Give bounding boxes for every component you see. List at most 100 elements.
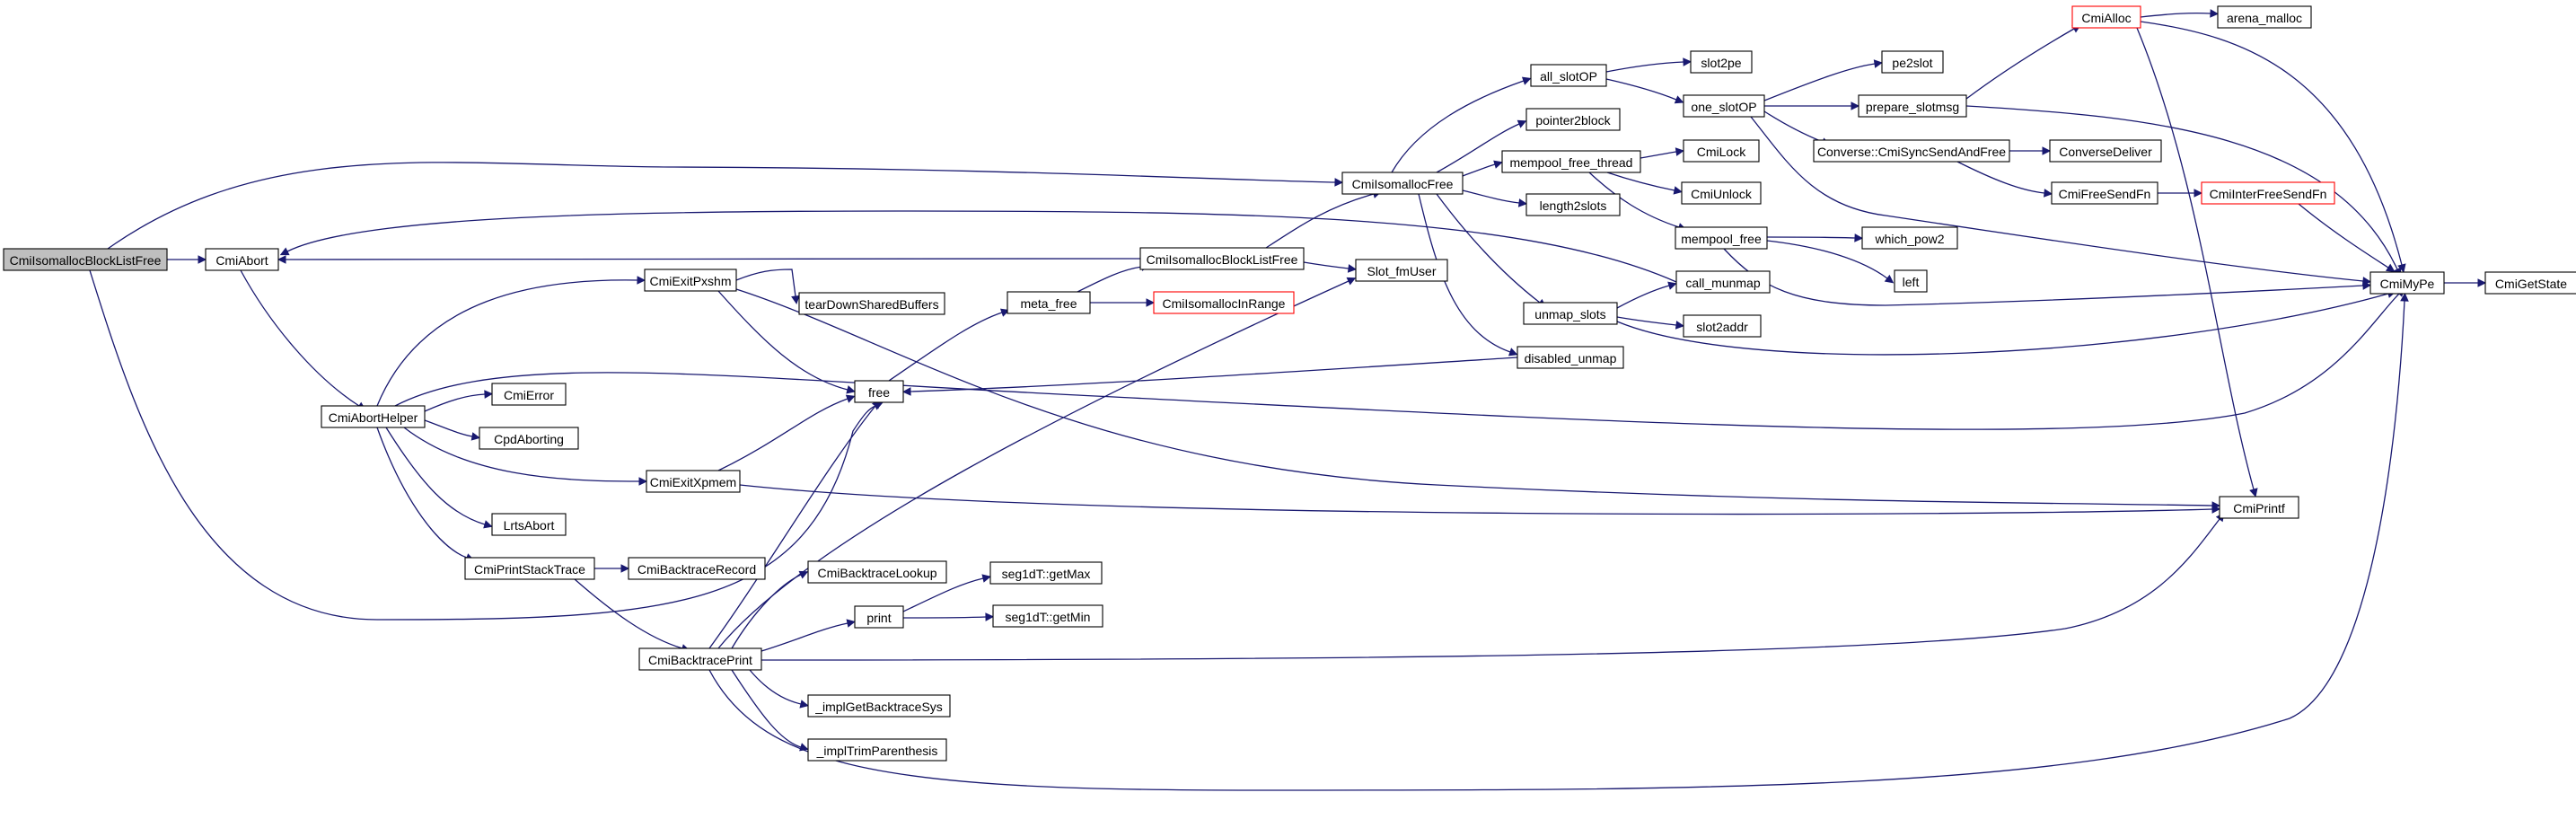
node-label: _implTrimParenthesis (816, 744, 938, 758)
graph-node-CmiPrintStackTrace[interactable]: CmiPrintStackTrace (464, 557, 595, 580)
graph-node-CpdAborting[interactable]: CpdAborting (479, 427, 579, 450)
edge-arrowhead (484, 390, 494, 399)
edge-meta_free-to-CmiIsomallocInRange (1090, 298, 1156, 307)
edge-arrowhead (1873, 59, 1883, 68)
node-label: CmiFreeSendFn (2059, 187, 2151, 201)
node-label: print (866, 611, 891, 625)
edge-print-to-seg1dT_getMin (902, 612, 995, 621)
node-box (491, 383, 567, 406)
graph-node-meta_free[interactable]: meta_free (1007, 291, 1091, 314)
graph-node-implGetBacktraceSys[interactable]: _implGetBacktraceSys (807, 694, 951, 718)
graph-node-which_pow2[interactable]: which_pow2 (1861, 226, 1958, 250)
node-box (644, 269, 737, 292)
edge-line (424, 419, 473, 437)
edge-line (1462, 189, 1520, 204)
edge-line (2140, 12, 2211, 18)
node-box (854, 605, 904, 629)
graph-node-pe2slot[interactable]: pe2slot (1881, 50, 1944, 74)
graph-node-slot2addr[interactable]: slot2addr (1683, 314, 1762, 338)
node-box (1683, 139, 1760, 163)
graph-node-CmiBacktraceLookup[interactable]: CmiBacktraceLookup (807, 560, 947, 584)
graph-node-CmiAbort[interactable]: CmiAbort (205, 248, 279, 271)
edge-CmiSyncSendAndFree-to-CmiFreeSendFn (1956, 161, 2053, 198)
node-box (2049, 139, 2162, 163)
graph-node-call_munmap[interactable]: call_munmap (1675, 270, 1771, 294)
graph-node-seg1dT_getMax[interactable]: seg1dT::getMax (989, 561, 1103, 585)
graph-node-all_slotOP[interactable]: all_slotOP (1530, 64, 1607, 87)
edge-arrowhead (483, 520, 493, 529)
graph-node-unmap_slots[interactable]: unmap_slots (1523, 302, 1618, 325)
graph-node-CmiMyPe[interactable]: CmiMyPe (2369, 271, 2445, 295)
graph-node-CmiIsomallocInRange[interactable]: CmiIsomallocInRange (1153, 291, 1295, 314)
graph-node-CmiError[interactable]: CmiError (491, 383, 567, 406)
node-label: arena_malloc (2227, 11, 2302, 25)
edge-line (1605, 61, 1684, 73)
graph-node-mempool_free[interactable]: mempool_free (1675, 226, 1768, 250)
graph-node-CmiGetState[interactable]: CmiGetState (2484, 271, 2576, 295)
node-label: CmiExitPxshm (649, 274, 731, 288)
edge-line (2136, 27, 2255, 490)
graph-node-Slot_fmUser[interactable]: Slot_fmUser (1355, 259, 1448, 282)
node-box (321, 405, 426, 428)
graph-node-slot2pe[interactable]: slot2pe (1690, 50, 1753, 74)
node-box (1683, 314, 1762, 338)
graph-node-free[interactable]: free (854, 380, 904, 403)
node-label: mempool_free (1681, 232, 1762, 246)
graph-node-CmiInterFreeSendFn[interactable]: CmiInterFreeSendFn (2201, 181, 2335, 205)
edge-CmiAbortHelper-to-CmiExitXpmem (403, 427, 648, 486)
edge-line (403, 427, 640, 482)
graph-node-implTrimParenthesis[interactable]: _implTrimParenthesis (807, 738, 947, 762)
node-label: CmiBacktracePrint (648, 653, 752, 667)
graph-node-arena_malloc[interactable]: arena_malloc (2217, 5, 2312, 29)
graph-node-prepare_slotmsg[interactable]: prepare_slotmsg (1858, 94, 1967, 118)
graph-node-LrtsAbort[interactable]: LrtsAbort (491, 513, 567, 536)
call-graph-edges (89, 9, 2487, 791)
graph-node-length2slots[interactable]: length2slots (1525, 193, 1621, 216)
edge-arrowhead (799, 700, 809, 709)
node-label: slot2pe (1701, 56, 1741, 70)
node-box (798, 292, 945, 315)
node-box (1894, 269, 1928, 293)
edge-arrowhead (1851, 101, 1860, 110)
edge-line (708, 300, 2405, 791)
graph-node-CmiBacktraceRecord[interactable]: CmiBacktraceRecord (628, 557, 766, 580)
graph-node-CmiSyncSendAndFree[interactable]: Converse::CmiSyncSendAndFree (1813, 139, 2010, 163)
graph-node-CmiAbortHelper[interactable]: CmiAbortHelper (321, 405, 426, 428)
graph-node-CmiIsomallocBlockListFree_mid[interactable]: CmiIsomallocBlockListFree (1139, 247, 1305, 270)
graph-node-CmiLock[interactable]: CmiLock (1683, 139, 1760, 163)
graph-node-CmiIsomallocFree[interactable]: CmiIsomallocFree (1341, 172, 1464, 195)
graph-node-left[interactable]: left (1894, 269, 1928, 293)
graph-node-pointer2block[interactable]: pointer2block (1525, 108, 1621, 131)
edge-CmiBacktracePrint-to-implGetBacktraceSys (749, 669, 809, 709)
graph-node-CmiPrintf[interactable]: CmiPrintf (2219, 496, 2299, 519)
graph-node-CmiUnlock[interactable]: CmiUnlock (1681, 181, 1762, 205)
edge-CmiAbort-to-CmiAbortHelper (240, 269, 366, 410)
node-label: unmap_slots (1534, 307, 1605, 321)
edge-line (717, 398, 848, 471)
graph-node-CmiExitPxshm[interactable]: CmiExitPxshm (644, 269, 737, 292)
node-box (205, 248, 279, 271)
node-label: seg1dT::getMin (1006, 610, 1091, 624)
node-box (807, 694, 951, 718)
graph-node-print[interactable]: print (854, 605, 904, 629)
graph-node-CmiFreeSendFn[interactable]: CmiFreeSendFn (2051, 181, 2158, 205)
graph-node-CmiExitXpmem[interactable]: CmiExitXpmem (646, 470, 741, 493)
node-label: length2slots (1540, 198, 1607, 213)
graph-node-tearDownSharedBuffers[interactable]: tearDownSharedBuffers (798, 292, 945, 315)
call-graph-nodes: CmiIsomallocBlockListFree CmiAbortCmiAbor… (3, 5, 2576, 762)
edge-arrowhead (1517, 119, 1527, 128)
edge-CmiBacktracePrint-to-print (760, 619, 856, 652)
graph-node-ConverseDeliver[interactable]: ConverseDeliver (2049, 139, 2162, 163)
graph-node-mempool_free_thread[interactable]: mempool_free_thread (1501, 150, 1641, 173)
node-label: one_slotOP (1691, 100, 1756, 114)
graph-node-CmiBacktracePrint[interactable]: CmiBacktracePrint (638, 647, 762, 671)
graph-node-disabled_unmap[interactable]: disabled_unmap (1517, 346, 1624, 369)
graph-node-seg1dT_getMin[interactable]: seg1dT::getMin (992, 604, 1103, 628)
node-box (1675, 226, 1768, 250)
graph-node-CmiAlloc[interactable]: CmiAlloc (2071, 5, 2141, 29)
node-box (807, 560, 947, 584)
graph-node-one_slotOP[interactable]: one_slotOP (1683, 94, 1765, 118)
node-label: which_pow2 (1874, 232, 1944, 246)
graph-node-CmiIsomallocBlockListFree_root[interactable]: CmiIsomallocBlockListFree (3, 248, 168, 271)
